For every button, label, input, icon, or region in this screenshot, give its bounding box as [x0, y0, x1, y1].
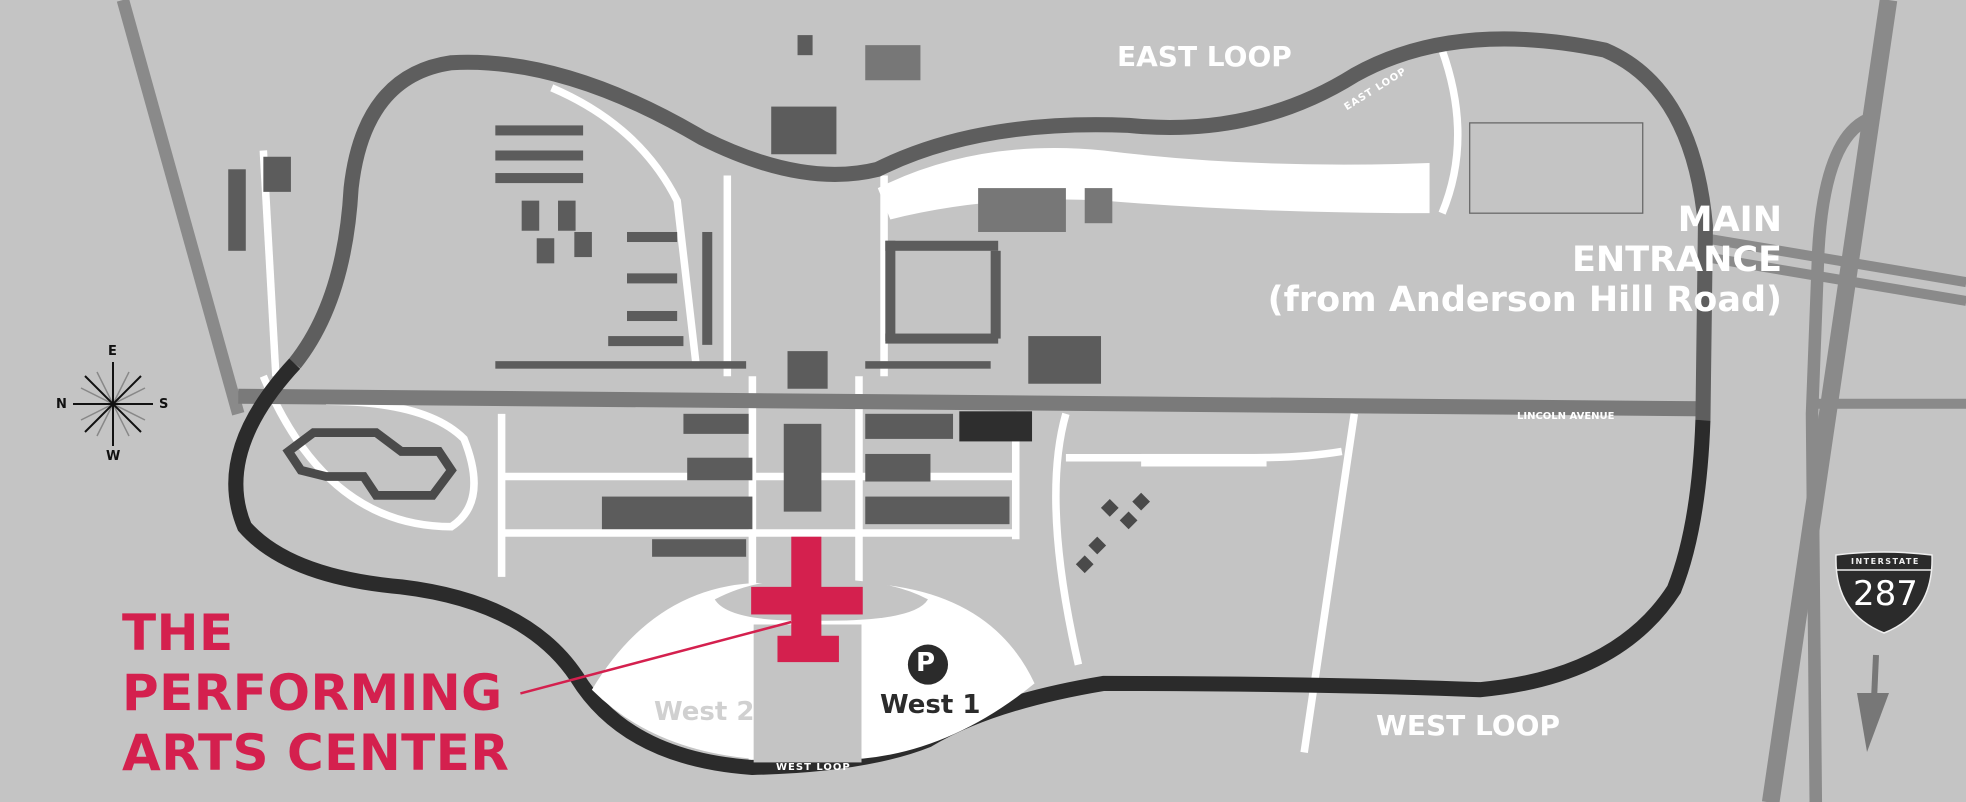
- compass-n: N: [56, 397, 67, 412]
- south-arrow-icon: [1857, 654, 1889, 752]
- walkway: [1141, 453, 1267, 467]
- main-entrance-road: [1704, 233, 1966, 306]
- lincoln-avenue: [238, 388, 1706, 417]
- parking-symbol: P: [916, 648, 936, 678]
- parking-icon: [907, 644, 949, 685]
- pac-line1: THE: [122, 604, 234, 662]
- compass-e: E: [108, 344, 117, 359]
- west-loop-road-label: WEST LOOP: [776, 762, 851, 773]
- pac-line3: ARTS CENTER: [122, 724, 510, 782]
- performing-arts-center-building[interactable]: [751, 536, 863, 663]
- main-entrance-line3: (from Anderson Hill Road): [1267, 280, 1782, 320]
- pac-pointer-line: [520, 620, 792, 695]
- interstate-shield-icon: [1835, 551, 1933, 634]
- main-entrance-label: MAIN ENTRANCE (from Anderson Hill Road): [1268, 200, 1782, 320]
- interstate-header: INTERSTATE: [1851, 557, 1920, 566]
- interstate-number: 287: [1853, 574, 1918, 614]
- parking-west-1[interactable]: West 1: [880, 690, 981, 720]
- compass-w: W: [106, 449, 121, 464]
- main-entrance-line1: MAIN: [1677, 200, 1782, 240]
- west-loop-label: WEST LOOP: [1376, 709, 1560, 742]
- performing-arts-center-label[interactable]: THE PERFORMING ARTS CENTER: [122, 603, 509, 783]
- east-loop-road: [288, 31, 1713, 421]
- field-outline: [1469, 122, 1644, 214]
- pac-line2: PERFORMING: [122, 664, 503, 722]
- compass-s: S: [159, 397, 169, 412]
- lincoln-avenue-road-label: LINCOLN AVENUE: [1517, 411, 1615, 422]
- east-lawn: [877, 147, 1430, 220]
- east-loop-label: EAST LOOP: [1117, 40, 1292, 73]
- left-diagonal-road: [116, 0, 245, 416]
- residence-hall: [282, 428, 457, 500]
- village-buildings: [1075, 492, 1151, 574]
- buildings: [228, 35, 1113, 557]
- compass-rose-icon: [73, 362, 153, 446]
- main-entrance-line2: ENTRANCE: [1572, 240, 1782, 280]
- interstate-ramp: [1805, 113, 1872, 802]
- parking-west-2[interactable]: West 2: [654, 697, 755, 727]
